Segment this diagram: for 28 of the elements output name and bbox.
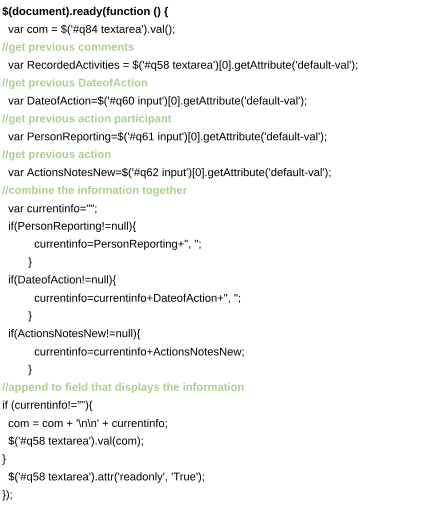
code-line: var currentinfo="";	[8, 204, 96, 214]
code-comment: //get previous DateofAction	[2, 78, 148, 89]
code-comment: //get previous comments	[2, 42, 134, 54]
code-line: if(PersonReporting!=null){	[8, 222, 136, 232]
code-line: }	[2, 454, 6, 465]
code-line: var DateofAction=$('#q60 input')[0].getAttribute('default-val');	[8, 96, 306, 107]
code-comment: //get previous action participant	[2, 114, 172, 125]
code-line: if(DateofAction!=null){	[8, 275, 116, 286]
code-line: });	[2, 490, 12, 501]
code-line: if(ActionsNotesNew!=null){	[8, 328, 140, 340]
code-line: $('#q58 textarea').attr('readonly', 'True');	[8, 472, 204, 483]
code-comment: //combine the information together	[2, 186, 187, 196]
code-line: var com = $('#q84 textarea').val();	[8, 24, 174, 36]
code-line: }	[28, 364, 32, 376]
code-line: var ActionsNotesNew=$('#q62 input')[0].getAttribute('default-val');	[8, 168, 330, 178]
code-line: currentinfo=currentinfo+DateofAction+", ";	[34, 294, 240, 304]
code-line: $(document).ready(function () {	[2, 6, 168, 18]
code-line: com = com + '\n\n' + currentinfo;	[8, 418, 167, 428]
code-line: if (currentinfo!=""){	[2, 400, 92, 412]
code-line: currentinfo=currentinfo+ActionsNotesNew;	[34, 347, 244, 357]
code-comment: //append to field that displays the information	[2, 382, 244, 394]
code-line: var RecordedActivities = $('#q58 textarea')[0].getAttribute('default-val');	[8, 60, 358, 71]
code-line: $('#q58 textarea').val(com);	[8, 436, 143, 447]
code-comment: //get previous action	[2, 150, 110, 160]
code-line: currentinfo=PersonReporting+", ";	[34, 239, 200, 250]
code-line: }	[28, 257, 32, 268]
code-line: var PersonReporting=$('#q61 input')[0].getAttribute('default-val');	[8, 132, 326, 143]
code-line: }	[28, 311, 32, 322]
